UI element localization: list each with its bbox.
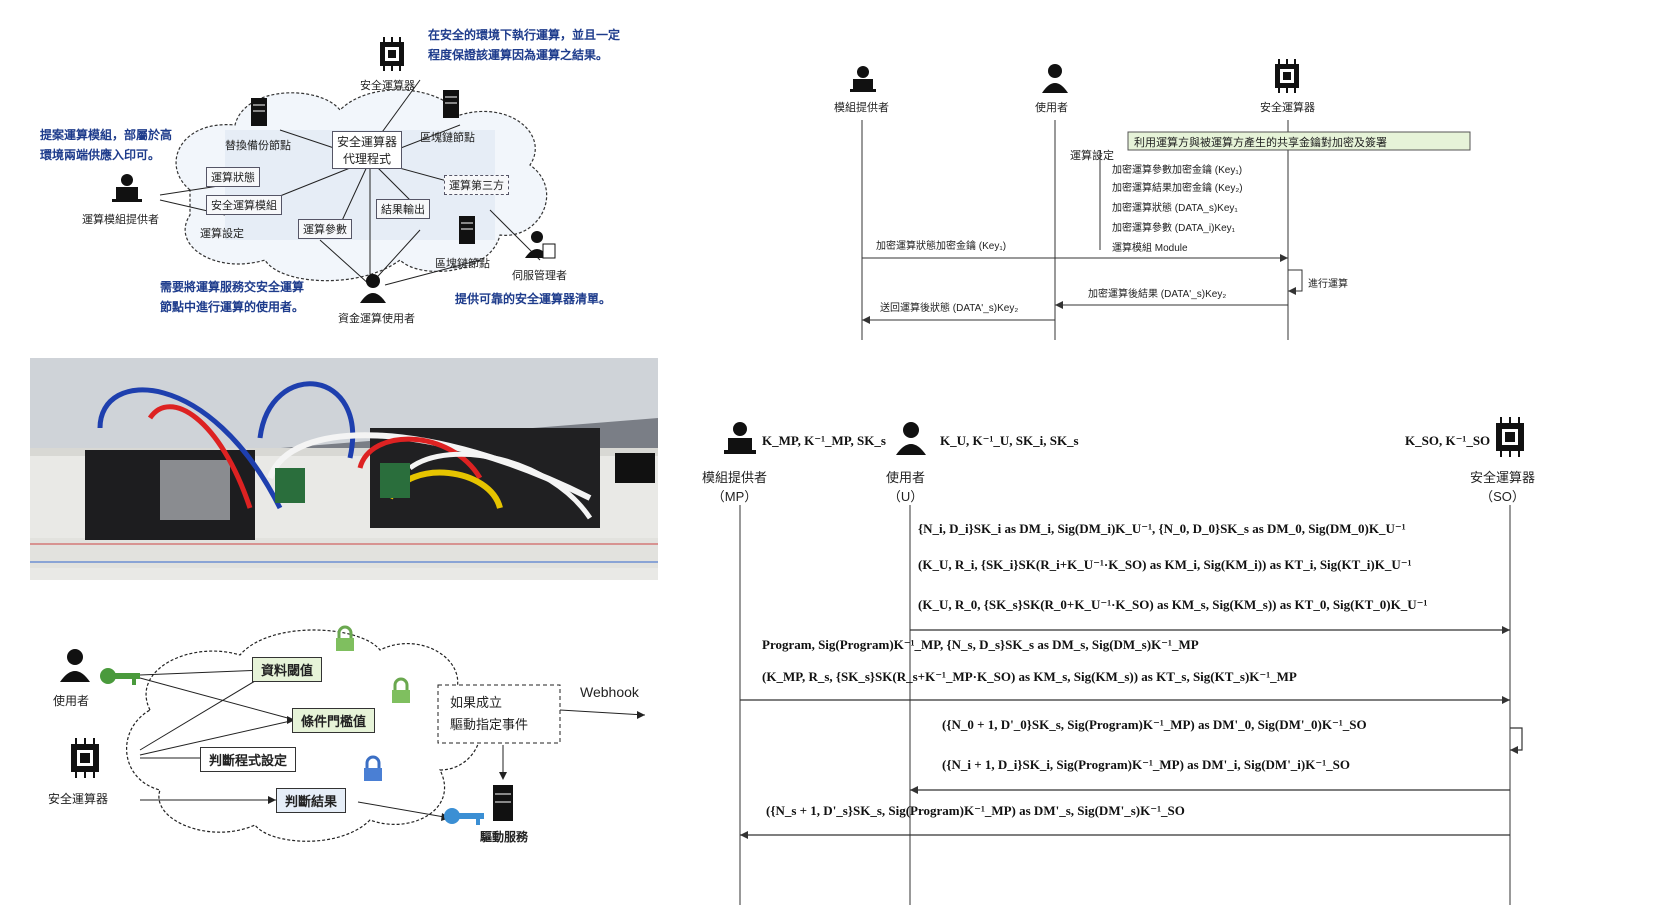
actor-secure-processor: 安全運算器 (1260, 99, 1315, 115)
secure-processor-label: 安全運算器 (48, 790, 108, 807)
protocol-message: (K_U, R_i, {SK_i}SK(R_i+K_U⁻¹·K_SO) as K… (918, 557, 1411, 573)
exec-node2-label: 區塊鏈節點 (435, 255, 490, 271)
callout-bottom-right: 提供可靠的安全運算器清單。 (455, 290, 611, 307)
state-box: 運算狀態 (206, 167, 260, 187)
webhook-label: Webhook (580, 684, 639, 700)
protocol-diagram: K_MP, K⁻¹_MP, SK_s 模組提供者 （MP） K_U, K⁻¹_U… (700, 405, 1540, 905)
protocol-message: ({N_s + 1, D'_s}SK_s, Sig(Program)K⁻¹_MP… (766, 803, 1185, 819)
data-threshold-box: 資料閾值 (252, 657, 322, 682)
key-icon (98, 666, 142, 691)
callout-bottom-left: 需要將運算服務交安全運算 節點中進行運算的使用者。 (160, 277, 304, 317)
self-exec-label: 進行運算 (1308, 275, 1348, 290)
u-label: 使用者 （U） (886, 467, 925, 505)
actor-module-provider: 模組提供者 (834, 99, 889, 115)
user-icon (60, 648, 90, 687)
manager-icon (525, 230, 557, 265)
trigger-diagram: 使用者 安全運算器 資料閾值 條件門檻值 判斷程式設定 判斷結果 如果成立 驅動… (40, 620, 670, 905)
secure-module-box: 安全運算模組 (206, 195, 282, 215)
secure-processor-label: 安全運算器 (360, 77, 415, 93)
u-keys: K_U, K⁻¹_U, SK_i, SK_s (940, 433, 1079, 449)
protocol-svg (700, 405, 1540, 905)
backup-node-label: 替換備份節點 (225, 137, 291, 153)
chip-icon (1270, 59, 1304, 98)
ecosystem-diagram: 在安全的環境下執行運算，並且一定 程度保證該運算因為運算之結果。 提案運算模組，… (20, 15, 680, 335)
server-icon (442, 89, 460, 124)
trigger-svg (40, 620, 670, 905)
return-message: 送回運算後狀態 (DATA'_s)Key₂ (880, 299, 1018, 314)
third-party-box: 運算第三方 (444, 175, 509, 195)
judge-program-box: 判斷程式設定 (200, 747, 296, 772)
driver-service-label: 驅動服務 (480, 828, 528, 845)
setup-item: 加密運算參數 (DATA_i)Key₁ (1112, 219, 1235, 234)
user-icon (360, 273, 386, 308)
mp-keys: K_MP, K⁻¹_MP, SK_s (762, 433, 886, 449)
setup-item: 加密運算狀態 (DATA_s)Key₁ (1112, 199, 1238, 214)
protocol-message: (K_MP, R_s, {SK_s}SK(R_s+K⁻¹_MP·K_SO) as… (762, 669, 1297, 685)
protocol-message: (K_U, R_0, {SK_s}SK(R_0+K_U⁻¹·K_SO) as K… (918, 597, 1427, 613)
judge-result-box: 判斷結果 (276, 788, 346, 813)
setup-label: 運算設定 (1070, 147, 1114, 163)
setup-item: 加密運算參數加密金鑰 (Key₁) (1112, 161, 1242, 176)
lock-icon (334, 626, 356, 657)
protocol-message: ({N_0 + 1, D'_0}SK_s, Sig(Program)K⁻¹_MP… (942, 717, 1367, 733)
result-message: 加密運算後結果 (DATA'_s)Key₂ (1088, 285, 1226, 300)
user-icon (896, 421, 926, 460)
user-icon (1042, 63, 1068, 98)
actor-user: 使用者 (1035, 99, 1068, 115)
callout-left: 提案運算模組，部屬於高 環境兩端供應入印可。 (40, 125, 172, 165)
breadboard-svg (30, 358, 658, 580)
so-keys: K_SO, K⁻¹_SO (1405, 433, 1490, 449)
protocol-message: Program, Sig(Program)K⁻¹_MP, {N_s, D_s}S… (762, 637, 1199, 653)
mp-label: 模組提供者 （MP） (702, 467, 767, 505)
protocol-message: {N_i, D_i}SK_i as DM_i, Sig(DM_i)K_U⁻¹, … (918, 521, 1406, 537)
exec-node-label: 區塊鏈節點 (420, 129, 475, 145)
user-label: 資金運算使用者 (338, 310, 415, 326)
chip-icon (1490, 417, 1530, 462)
laptop-user-icon (112, 173, 142, 208)
setup-item: 運算模組 Module (1112, 239, 1188, 254)
hardware-photo (30, 358, 658, 580)
module-provider-label: 運算模組提供者 (82, 211, 159, 227)
laptop-user-icon (850, 65, 876, 98)
server-icon (492, 784, 514, 827)
secure-platform-box: 安全運算器 代理程式 (332, 131, 402, 169)
manager-label: 伺服管理者 (512, 267, 567, 283)
laptop-user-icon (724, 421, 756, 460)
server-icon (250, 97, 268, 132)
user-label: 使用者 (53, 692, 89, 709)
condition-threshold-box: 條件門檻值 (292, 708, 375, 733)
condition-text: 如果成立 驅動指定事件 (450, 692, 528, 736)
lock-icon (362, 756, 384, 787)
setting-label: 運算設定 (200, 225, 244, 241)
protocol-message: ({N_i + 1, D_i}SK_i, Sig(Program)K⁻¹_MP)… (942, 757, 1350, 773)
sequence-diagram: 模組提供者 使用者 安全運算器 利用運算方與被運算方產生的共享金鑰對加密及簽署 … (830, 55, 1470, 340)
lock-icon (390, 678, 412, 709)
key-message: 加密運算狀態加密金鑰 (Key₁) (876, 237, 1006, 252)
so-label: 安全運算器 （SO） (1470, 467, 1535, 505)
chip-icon (65, 738, 105, 783)
shared-key-note: 利用運算方與被運算方產生的共享金鑰對加密及簽署 (1134, 134, 1387, 150)
params-box: 運算參數 (298, 219, 352, 239)
output-box: 結果輸出 (376, 199, 430, 219)
callout-top: 在安全的環境下執行運算，並且一定 程度保證該運算因為運算之結果。 (428, 25, 620, 65)
server-icon (458, 215, 476, 250)
chip-icon (375, 37, 409, 76)
setup-item: 加密運算結果加密金鑰 (Key₂) (1112, 179, 1243, 194)
